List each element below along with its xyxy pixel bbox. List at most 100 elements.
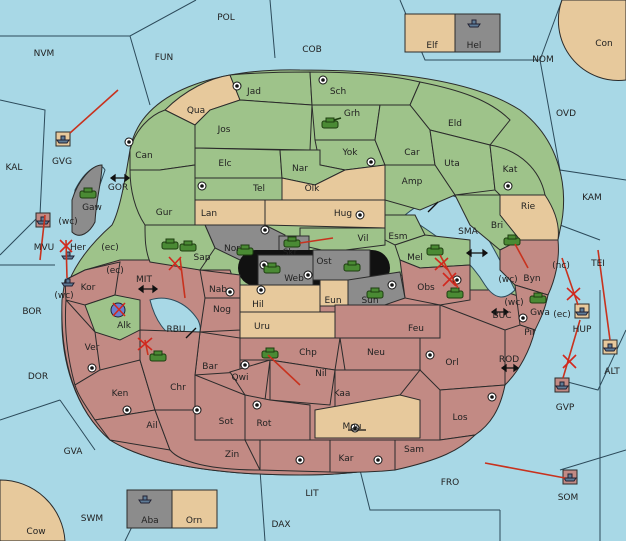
label-uru: Uru	[254, 322, 270, 332]
label-neu: Neu	[367, 348, 385, 358]
label-los: Los	[452, 413, 467, 423]
label-amp: Amp	[402, 177, 423, 187]
label-sap: Sap	[194, 253, 211, 263]
province-gur[interactable]	[129, 164, 196, 226]
label-chp: Chp	[299, 348, 317, 358]
label-kor: Kor	[81, 283, 96, 293]
province-uta[interactable]	[429, 129, 496, 196]
label-buc: BUC	[492, 311, 511, 321]
label-hel: Hel	[467, 41, 482, 51]
coast-label-nc: (nc)	[552, 261, 570, 271]
label-sam: Sam	[404, 445, 424, 455]
label-lit: LIT	[305, 489, 319, 499]
province-con[interactable]	[557, 0, 626, 81]
province-orn[interactable]	[171, 489, 218, 529]
label-gor: GOR	[108, 183, 128, 193]
fleet-units	[36, 19, 617, 504]
label-alt: ALT	[604, 367, 620, 377]
label-can: Can	[135, 151, 153, 161]
label-sot: Sot	[219, 417, 234, 427]
label-bar: Bar	[202, 362, 218, 372]
coast-label-ec: (ec)	[106, 266, 124, 276]
coast-label-wc: (wc)	[54, 291, 73, 301]
label-tei: TEI	[590, 259, 605, 269]
label-kaa: Kaa	[334, 389, 351, 399]
label-ver: Ver	[85, 343, 100, 353]
label-nvm: NVM	[34, 49, 55, 59]
label-fro: FRO	[441, 478, 460, 488]
label-nog: Nog	[213, 305, 231, 315]
label-hug: Hug	[334, 209, 352, 219]
label-nor: Nor	[224, 244, 240, 254]
province-hug[interactable]	[264, 199, 386, 229]
label-qua: Qua	[187, 106, 205, 116]
province-feu[interactable]	[334, 304, 441, 339]
label-nil: Nil	[315, 369, 327, 379]
label-orl: Orl	[445, 358, 458, 368]
coast-labels: (wc) (ec) (ec) (wc) (wc) (wc) (ec) (nc)	[54, 217, 570, 320]
province-elc[interactable]	[194, 147, 283, 179]
label-orn: Orn	[186, 516, 202, 526]
label-chr: Chr	[170, 383, 186, 393]
label-elc: Elc	[218, 159, 231, 169]
adjacency-arrows	[109, 173, 520, 431]
label-aba: Aba	[141, 516, 158, 526]
label-kar: Kar	[339, 454, 354, 464]
province-tel[interactable]	[194, 177, 283, 201]
label-eld: Eld	[448, 119, 462, 129]
label-kat: Kat	[503, 165, 518, 175]
label-ost: Ost	[316, 257, 332, 267]
label-gwa: Gwa	[530, 308, 550, 318]
coast-label-ec: (ec)	[101, 243, 119, 253]
province-cow[interactable]	[0, 479, 66, 541]
label-sma: SMA	[458, 227, 478, 237]
label-gaw: Gaw	[82, 203, 102, 213]
label-cow: Cow	[26, 527, 45, 537]
label-lan: Lan	[201, 209, 217, 219]
label-hup: HUP	[573, 325, 592, 335]
label-dax: DAX	[271, 520, 290, 530]
label-obs: Obs	[417, 283, 435, 293]
label-ken: Ken	[112, 389, 129, 399]
province-zin[interactable]	[154, 409, 261, 471]
province-elf[interactable]	[404, 13, 456, 53]
coast-label-wc: (wc)	[58, 217, 77, 227]
label-uta: Uta	[444, 159, 460, 169]
label-ovd: OVD	[556, 109, 576, 119]
province-orl[interactable]	[419, 304, 506, 391]
province-labels: POL NVM FUN COB NOM Con Elf Hel OVD KAL …	[6, 13, 621, 537]
province-nog[interactable]	[199, 297, 241, 333]
province-hel[interactable]	[454, 13, 501, 53]
province-gaw[interactable]	[71, 164, 103, 236]
label-qwi: Qwi	[232, 373, 249, 383]
label-sun: Sun	[361, 296, 378, 306]
label-grh: Grh	[344, 109, 360, 119]
label-vil: Vil	[358, 234, 369, 244]
label-gvg: GVG	[52, 157, 72, 167]
label-nar: Nar	[292, 164, 308, 174]
failed-order-marks	[59, 239, 581, 369]
label-cob: COB	[302, 45, 322, 55]
label-byn: Byn	[523, 274, 540, 284]
label-con: Con	[595, 39, 613, 49]
province-zin-east[interactable]	[259, 439, 331, 473]
label-ail: Ail	[146, 421, 157, 431]
province-ost[interactable]	[312, 249, 371, 281]
label-hil: Hil	[252, 300, 264, 310]
army-units	[79, 117, 547, 362]
province-aba[interactable]	[126, 489, 173, 529]
label-sch: Sch	[330, 87, 346, 97]
label-mou: Mou	[343, 422, 362, 432]
province-sam[interactable]	[394, 434, 477, 471]
label-som: SOM	[558, 493, 579, 503]
label-kal: KAL	[6, 163, 23, 173]
label-jad: Jad	[246, 87, 261, 97]
coast-label-wc: (wc)	[504, 298, 523, 308]
label-web: Web	[284, 274, 304, 284]
label-bor: BOR	[22, 307, 41, 317]
label-mvu: MVU	[34, 243, 55, 253]
label-car: Car	[404, 148, 420, 158]
province-mou[interactable]	[314, 394, 421, 439]
label-alk: Alk	[117, 321, 132, 331]
